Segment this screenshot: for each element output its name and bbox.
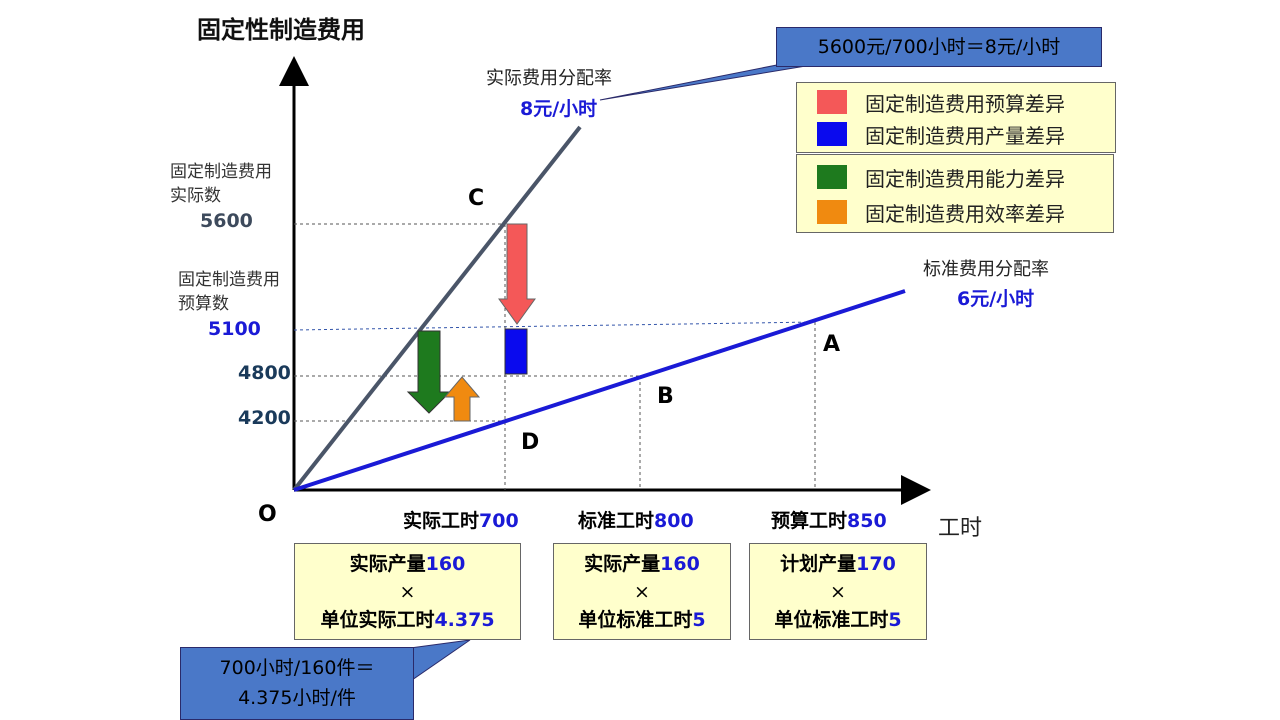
bottom-callout-line2: 4.375小时/件 [238, 687, 356, 709]
bottom-callout: 700小时/160件＝ 4.375小时/件 [180, 647, 414, 720]
legend-label: 固定制造费用能力差异 [865, 166, 1065, 191]
budget-cost-title: 固定制造费用 预算数 [178, 270, 280, 314]
formula-line3: 单位实际工时4.375 [320, 609, 495, 631]
times-sign: × [399, 581, 416, 603]
legend-swatch-blue [817, 122, 847, 146]
legend-swatch-green [817, 165, 847, 189]
actual-rate-line [292, 125, 582, 492]
times-sign: × [830, 581, 846, 603]
times-sign: × [634, 581, 650, 603]
legend-item-efficiency-variance: 固定制造费用效率差异 [797, 195, 1065, 229]
guide-5100 [293, 321, 816, 331]
x-label-actual-hours: 实际工时700 [403, 510, 519, 532]
formula-box-actual: 实际产量160 × 单位实际工时4.375 [294, 543, 521, 640]
legend-bottom: 固定制造费用能力差异 固定制造费用效率差异 [796, 154, 1114, 233]
formula-line3: 单位标准工时5 [774, 609, 902, 631]
x-axis-title: 工时 [938, 516, 983, 541]
point-d-label: D [521, 430, 540, 455]
efficiency-variance-arrow [443, 376, 481, 422]
top-callout: 5600元/700小时＝8元/小时 [776, 27, 1102, 67]
legend-item-budget-variance: 固定制造费用预算差异 [797, 85, 1065, 119]
origin-label: O [258, 502, 277, 527]
capacity-variance-arrow [406, 330, 452, 414]
budget-cost-value: 5100 [208, 318, 261, 340]
legend-label: 固定制造费用效率差异 [865, 201, 1065, 226]
actual-rate-value: 8元/小时 [520, 98, 598, 120]
standard-rate-label: 标准费用分配率 [923, 259, 1049, 280]
point-c-label: C [468, 186, 485, 211]
legend-item-volume-variance: 固定制造费用产量差异 [797, 117, 1065, 151]
bottom-callout-line1: 700小时/160件＝ [219, 657, 375, 679]
legend-top: 固定制造费用预算差异 固定制造费用产量差异 [796, 82, 1116, 153]
legend-swatch-red [817, 90, 847, 114]
legend-item-capacity-variance: 固定制造费用能力差异 [797, 160, 1065, 194]
actual-cost-value: 5600 [200, 210, 253, 232]
formula-line1: 计划产量170 [780, 553, 896, 575]
formula-line3: 单位标准工时5 [578, 609, 706, 631]
x-label-standard-hours: 标准工时800 [578, 510, 694, 532]
standard-rate-line [293, 289, 906, 492]
formula-line1: 实际产量160 [349, 553, 466, 575]
formula-box-standard: 实际产量160 × 单位标准工时5 [553, 543, 731, 640]
actual-cost-title: 固定制造费用 实际数 [170, 162, 272, 206]
legend-swatch-orange [817, 200, 847, 224]
actual-rate-label: 实际费用分配率 [486, 68, 612, 89]
volume-variance-bar [504, 328, 528, 375]
formula-box-budget: 计划产量170 × 单位标准工时5 [749, 543, 927, 640]
formula-line1: 实际产量160 [584, 553, 700, 575]
y-tick-4800: 4800 [238, 362, 291, 384]
x-label-budget-hours: 预算工时850 [771, 510, 887, 532]
y-axis-title: 固定性制造费用 [197, 16, 365, 44]
legend-label: 固定制造费用产量差异 [865, 123, 1065, 148]
standard-rate-value: 6元/小时 [957, 288, 1035, 310]
y-tick-4200: 4200 [238, 407, 291, 429]
legend-label: 固定制造费用预算差异 [865, 91, 1065, 116]
budget-variance-arrow [498, 223, 536, 325]
point-a-label: A [823, 332, 841, 357]
point-b-label: B [657, 384, 674, 409]
